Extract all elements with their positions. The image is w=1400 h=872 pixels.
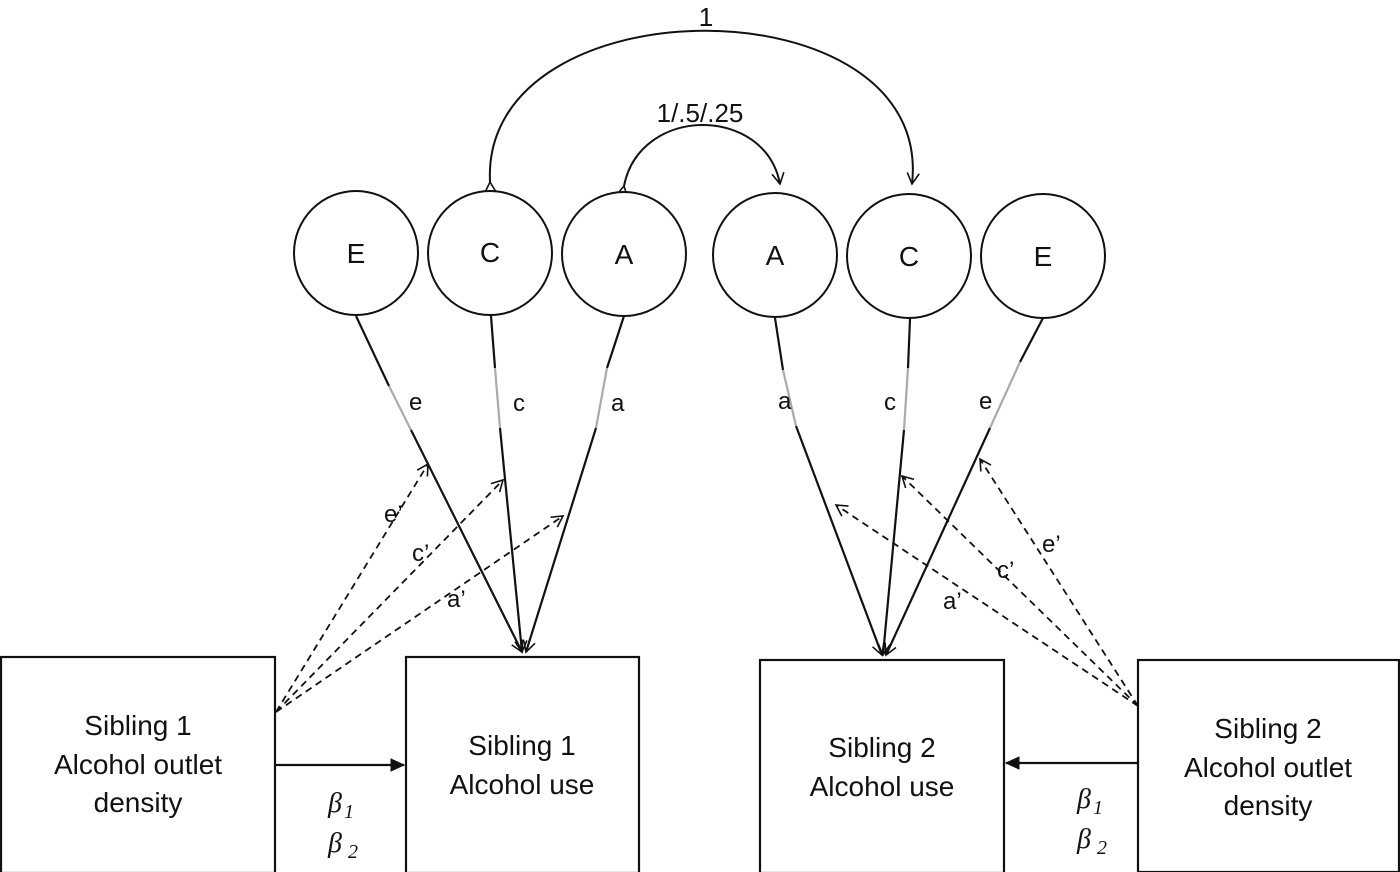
svg-text:Sibling 1: Sibling 1 xyxy=(84,710,191,741)
svg-text:density: density xyxy=(1224,790,1313,821)
latent-c-sib1: C xyxy=(427,190,553,316)
svg-text:Sibling 2: Sibling 2 xyxy=(828,732,935,763)
c-correlation-arc xyxy=(483,29,920,194)
path-e-sib1-label: e xyxy=(409,389,422,416)
mod-path-e-sib2 xyxy=(979,457,1139,707)
path-a-sib2 xyxy=(773,317,885,657)
path-e-sib2-label: e xyxy=(979,388,992,415)
latent-a-sib1: A xyxy=(561,191,687,317)
latent-c-sib2: C xyxy=(846,193,972,319)
latent-e-sib2: E xyxy=(980,193,1106,319)
mod-path-c-sib2 xyxy=(900,474,1139,707)
svg-text:A: A xyxy=(615,239,634,270)
mod-path-a-sib2-label: a’ xyxy=(943,588,962,615)
svg-text:E: E xyxy=(347,238,366,269)
svg-text:Alcohol use: Alcohol use xyxy=(810,771,955,802)
path-c-sib1 xyxy=(489,315,528,654)
a-correlation-arc xyxy=(615,124,785,199)
svg-text:Sibling 1: Sibling 1 xyxy=(468,730,575,761)
path-c-sib2-label: c xyxy=(884,389,896,416)
mod-path-c-sib2-label: c’ xyxy=(997,557,1014,584)
mod-path-c-sib1-label: c’ xyxy=(412,540,429,567)
mod-path-a-sib2 xyxy=(834,504,1139,707)
path-e-sib1 xyxy=(355,315,524,654)
latent-a-sib2: A xyxy=(712,192,838,318)
mod-path-a-sib1 xyxy=(275,515,565,713)
svg-text:Alcohol outlet: Alcohol outlet xyxy=(54,749,222,780)
svg-text:Sibling 2: Sibling 2 xyxy=(1214,713,1321,744)
box-sib2-use: Sibling 2 Alcohol use xyxy=(758,658,1006,872)
box-sib1-density: Sibling 1 Alcohol outlet density xyxy=(0,655,277,872)
latent-e-sib1: E xyxy=(293,190,419,316)
svg-text:density: density xyxy=(94,787,183,818)
svg-text:Alcohol use: Alcohol use xyxy=(450,769,595,800)
box-sib1-use: Sibling 1 Alcohol use xyxy=(404,655,641,872)
a-correlation-label: 1/.5/.25 xyxy=(657,98,744,128)
svg-text:C: C xyxy=(480,237,500,268)
c-correlation-label: 1 xyxy=(699,2,713,32)
path-e-sib2 xyxy=(884,317,1044,657)
path-c-sib1-label: c xyxy=(513,390,525,417)
mod-path-e-sib1 xyxy=(275,462,429,713)
svg-text:C: C xyxy=(899,241,919,272)
box-sib2-density: Sibling 2 Alcohol outlet density xyxy=(1136,658,1400,872)
mod-path-c-sib1 xyxy=(275,478,505,713)
path-c-sib2 xyxy=(877,318,912,657)
svg-text:E: E xyxy=(1034,241,1053,272)
mod-path-a-sib1-label: a’ xyxy=(447,586,466,613)
mod-path-e-sib1-label: e’ xyxy=(384,501,403,528)
svg-text:Alcohol outlet: Alcohol outlet xyxy=(1184,752,1352,783)
svg-text:A: A xyxy=(766,240,785,271)
path-a-sib1 xyxy=(522,315,626,654)
path-a-sib1-label: a xyxy=(611,390,625,417)
mod-path-e-sib2-label: e’ xyxy=(1042,531,1061,558)
path-a-sib2-label: a xyxy=(778,388,792,415)
